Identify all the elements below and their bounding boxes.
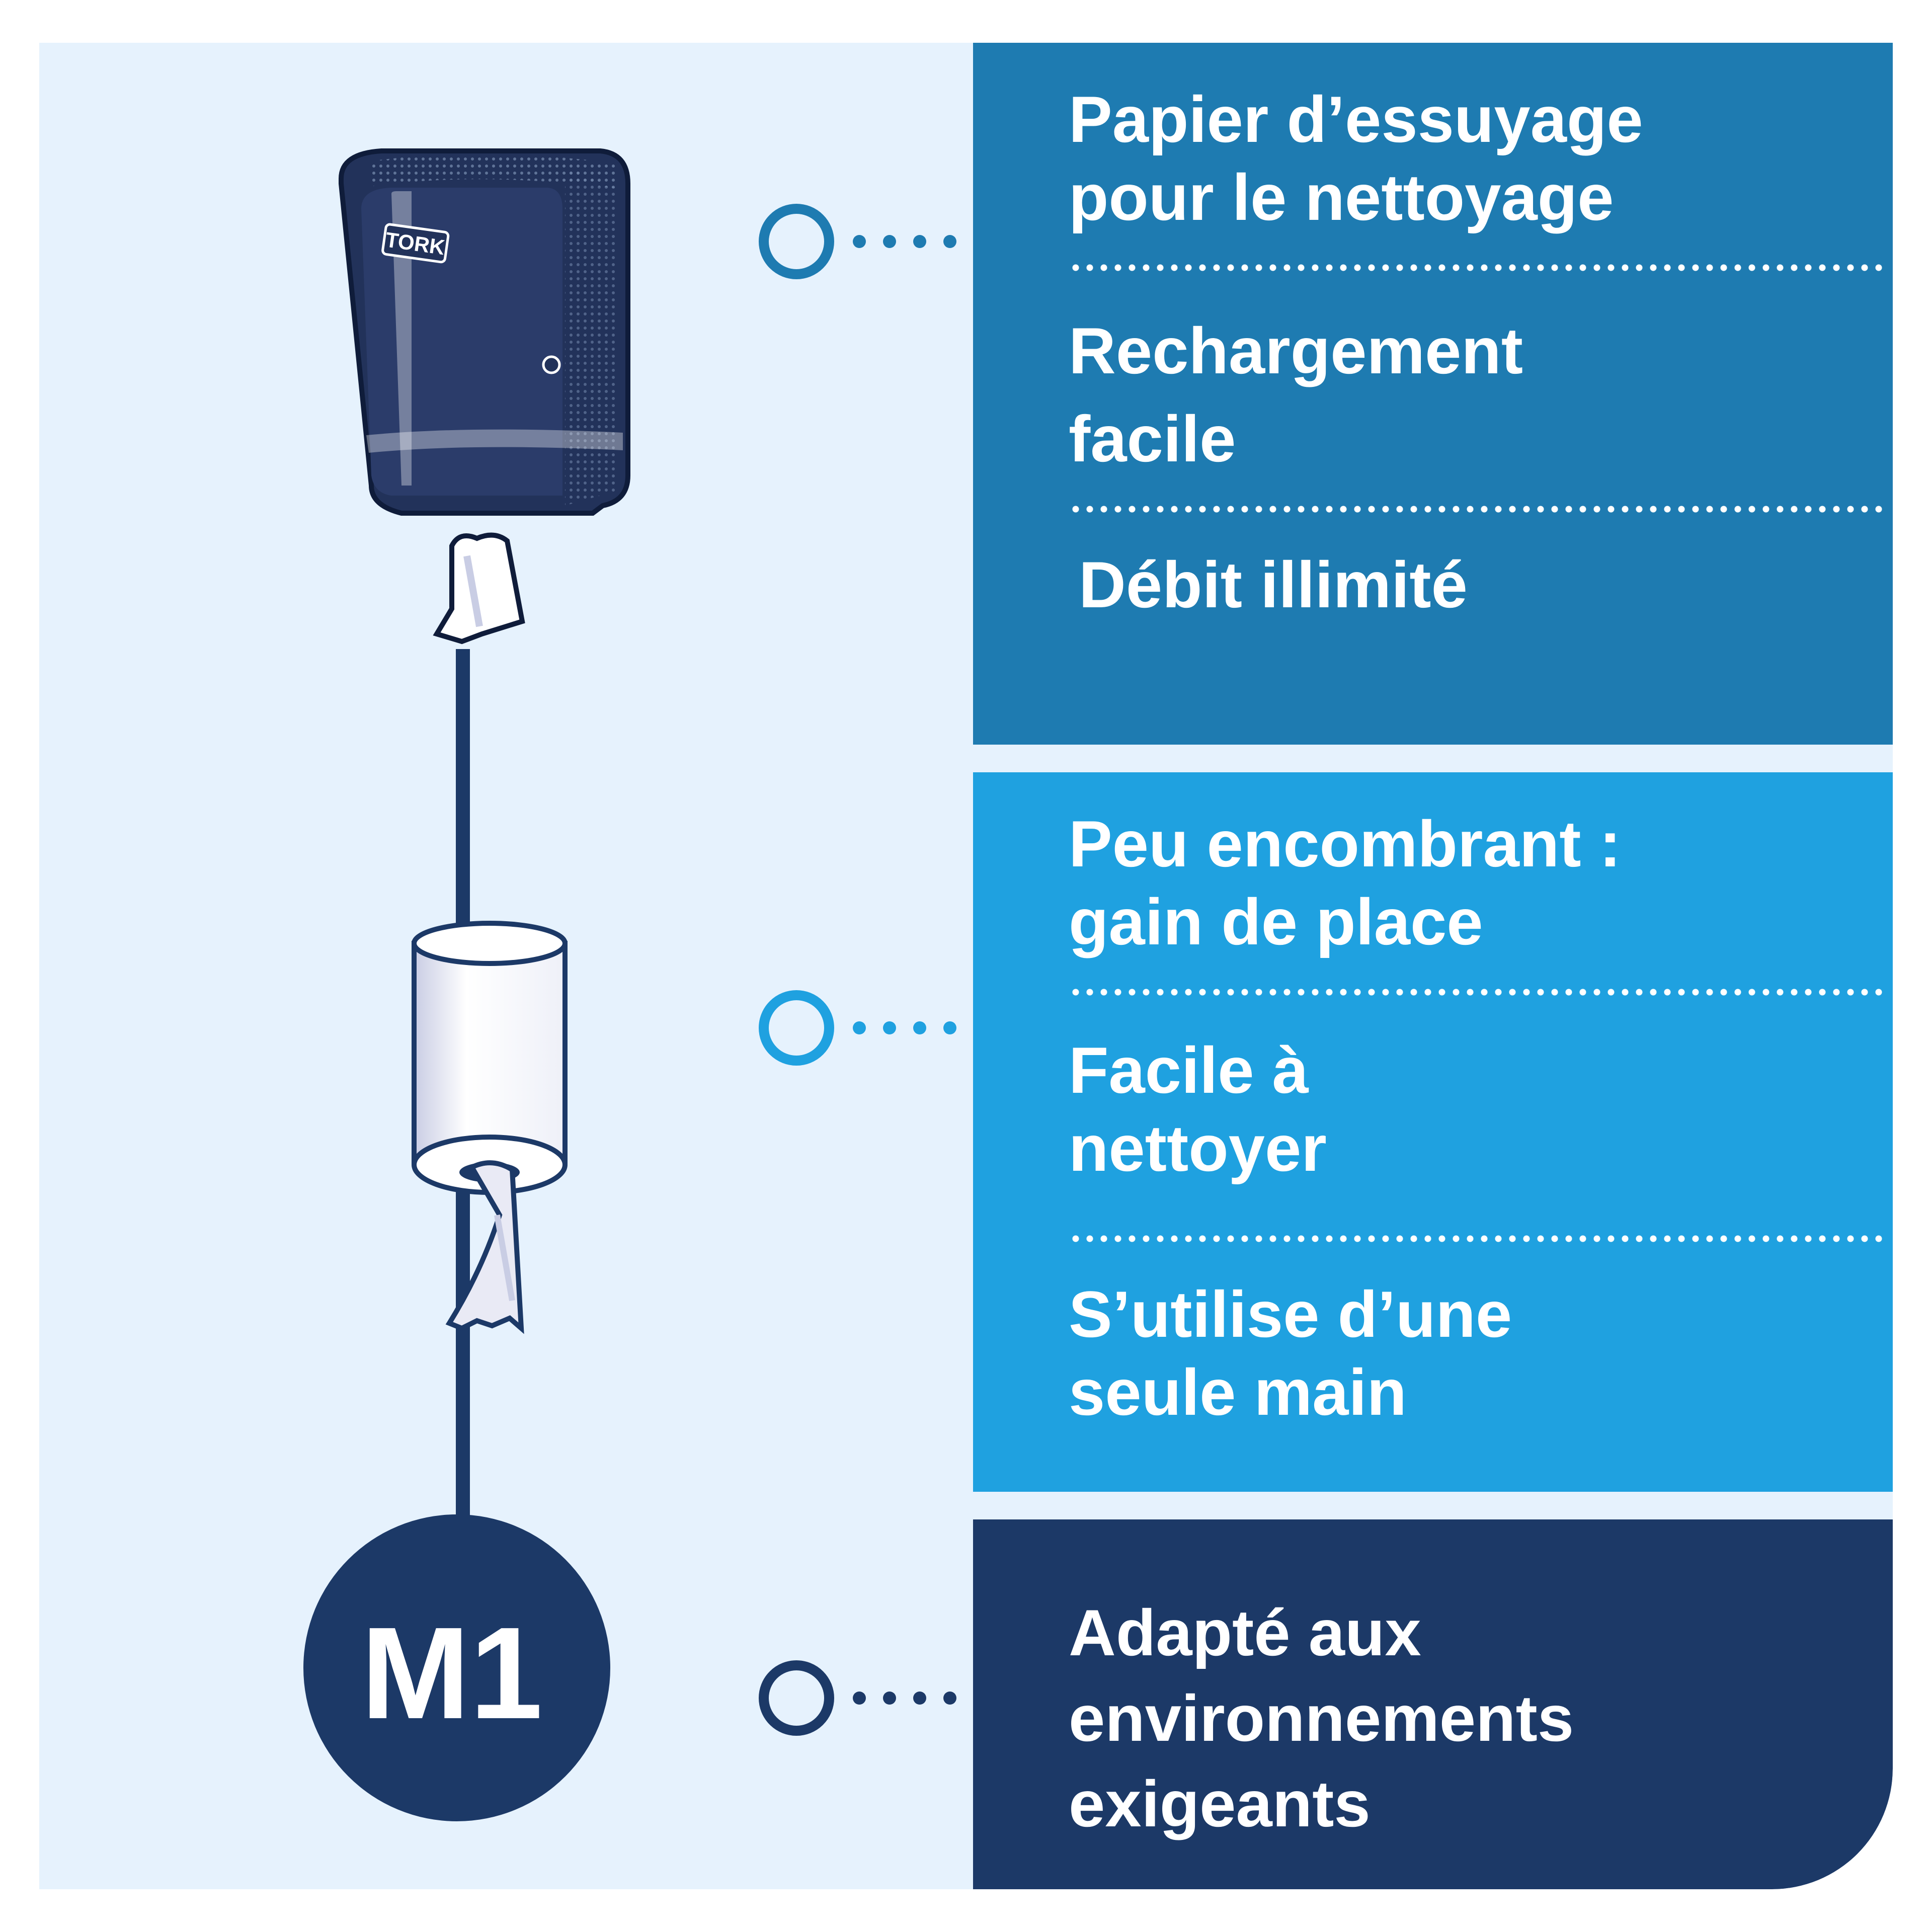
feature-line: exigeants — [1069, 1767, 1371, 1840]
feature-line: Peu encombrant : — [1069, 807, 1621, 880]
feature-demanding-environments: Adapté aux environnements exigeants — [1069, 1590, 1833, 1846]
feature-line: Facile à — [1069, 1033, 1309, 1107]
infographic-canvas: TORK M1 — [39, 43, 1893, 1889]
feature-panel-bottom: Adapté aux environnements exigeants — [973, 1519, 1893, 1889]
connector-marker-2 — [759, 990, 956, 1066]
feature-easy-refill: Rechargement facile — [1069, 307, 1833, 483]
feature-space-saving: Peu encombrant : gain de place — [1069, 805, 1833, 961]
feature-line: Adapté aux — [1069, 1596, 1421, 1669]
dotted-divider — [1069, 989, 1884, 996]
feature-panel-top: Papier d’essuyage pour le nettoyage Rech… — [973, 43, 1893, 745]
badge-label: M1 — [361, 1600, 542, 1746]
feature-line: gain de place — [1069, 885, 1483, 958]
product-illustration: TORK M1 — [303, 148, 956, 1821]
connector-marker-3 — [759, 1660, 956, 1736]
dotted-divider — [1069, 506, 1884, 513]
feature-line: Débit illimité — [1079, 548, 1468, 621]
feature-line: environnements — [1069, 1681, 1574, 1755]
feature-line: facile — [1069, 402, 1236, 475]
feature-line: nettoyer — [1069, 1111, 1327, 1185]
feature-one-hand-use: S’utilise d’une seule main — [1069, 1275, 1833, 1431]
connector-marker-1 — [759, 204, 956, 279]
feature-line: pour le nettoyage — [1069, 160, 1614, 234]
feature-line: Papier d’essuyage — [1069, 83, 1643, 156]
feature-wiping-paper: Papier d’essuyage pour le nettoyage — [1069, 80, 1833, 236]
feature-line: seule main — [1069, 1355, 1407, 1429]
feature-panel-middle: Peu encombrant : gain de place Facile à … — [973, 772, 1893, 1492]
dotted-divider — [1069, 264, 1884, 271]
feature-unlimited-flow: Débit illimité — [1079, 546, 1843, 624]
paper-roll-icon — [412, 921, 568, 1334]
feature-easy-clean: Facile à nettoyer — [1069, 1031, 1833, 1187]
dotted-divider — [1069, 1235, 1884, 1242]
m1-badge: M1 — [303, 1514, 610, 1821]
feature-line: S’utilise d’une — [1069, 1277, 1512, 1351]
dispenser-icon: TORK — [339, 148, 630, 645]
feature-line: Rechargement — [1069, 314, 1523, 387]
